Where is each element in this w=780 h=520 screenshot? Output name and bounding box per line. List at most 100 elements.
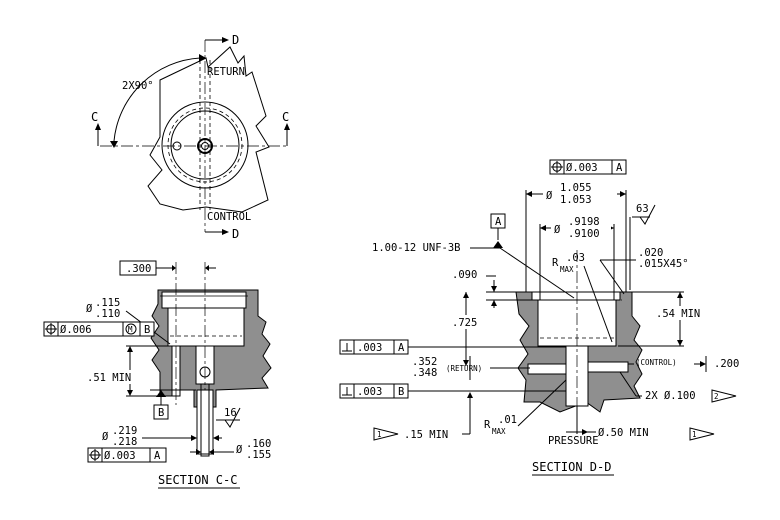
- fcf-top-datum: A: [616, 162, 623, 174]
- arrow-icon: [205, 265, 209, 271]
- arrow-icon: [209, 449, 214, 455]
- section-cc: .300 Ø .115 .110 Ø.006 M B: [43, 260, 272, 489]
- section-dd-return-passage: [527, 363, 567, 375]
- perpendicularity-icon: [342, 343, 352, 352]
- control-label: (CONTROL): [636, 358, 677, 367]
- dia-symbol: Ø: [102, 431, 109, 443]
- arrow-icon: [222, 37, 229, 43]
- flag-triangle-icon: [373, 427, 399, 441]
- flag-1: 1: [377, 430, 382, 439]
- r-val-01: .01: [498, 414, 517, 426]
- section-dd-title: SECTION D-D: [532, 460, 611, 474]
- arrow-icon: [127, 390, 133, 396]
- dim-348: .348: [412, 367, 437, 379]
- dim-1055-bg: [543, 182, 617, 206]
- dim-160: .160: [246, 438, 271, 450]
- holes-note: 2X Ø.100: [645, 390, 696, 402]
- arrow-icon: [213, 435, 219, 441]
- arrow-icon: [172, 265, 176, 271]
- dim-110: .110: [95, 308, 120, 320]
- dim-leader: [599, 259, 625, 295]
- arrow-icon: [526, 191, 532, 197]
- fcf-position-003-a: Ø.003 A: [87, 447, 167, 463]
- fcf2-tol: Ø.003: [104, 450, 136, 462]
- angle-label: 2X90°: [122, 80, 154, 92]
- mmc-icon: [125, 323, 137, 335]
- arrow-icon: [582, 429, 588, 435]
- dim-54min: .54 MIN: [656, 308, 700, 320]
- fcf1-mod: M: [128, 325, 133, 334]
- thread-callout: 1.00-12 UNF-3B: [372, 242, 461, 254]
- top-view-part-outline: [147, 46, 270, 213]
- surface-finish-icon: [639, 204, 656, 225]
- arrow-icon: [463, 292, 469, 298]
- dia-symbol: Ø: [86, 303, 93, 315]
- flag-2: 2: [714, 392, 719, 401]
- dim-51min: .51 MIN: [87, 372, 131, 384]
- max-label-01: MAX: [492, 427, 506, 436]
- dim-15min: .15 MIN: [404, 429, 448, 441]
- top-view: C C D D 2X90° RETURN CONTROL: [91, 33, 290, 241]
- dia-symbol: Ø: [236, 444, 243, 456]
- return-label: RETURN: [207, 66, 245, 78]
- fcf1-datum: B: [144, 324, 150, 336]
- thread-leader: [499, 247, 575, 299]
- section-letter-c-left: C: [91, 110, 98, 124]
- position-icon: [551, 161, 563, 173]
- fcf2-datum: A: [154, 450, 161, 462]
- r-label-01: R: [484, 419, 491, 431]
- perp2-datum: B: [398, 386, 404, 398]
- return-label: (RETURN): [446, 364, 482, 373]
- arrow-icon: [222, 229, 229, 235]
- dim-219: .219: [112, 425, 137, 437]
- fcf-perp-a: .003 A: [339, 339, 409, 355]
- dim-leader: [619, 371, 637, 397]
- arrow-icon: [491, 300, 497, 306]
- finish-63: 63: [636, 203, 649, 215]
- fcf-position-006: Ø.006 M B: [43, 321, 155, 337]
- dim-leader: [517, 379, 567, 427]
- section-cc-title: SECTION C-C: [158, 473, 237, 487]
- dim-155: .155: [246, 449, 271, 461]
- dim-1055: 1.055: [560, 182, 592, 194]
- position-icon: [89, 449, 101, 461]
- datum-a: A: [495, 216, 502, 228]
- dim-1053: 1.053: [560, 194, 592, 206]
- section-letter-c-right: C: [282, 110, 289, 124]
- flag-triangle-icon: [689, 427, 715, 441]
- fcf-perp-b: .003 B: [339, 383, 409, 399]
- section-letter-d-bottom: D: [232, 227, 239, 241]
- arrow-icon: [110, 141, 118, 148]
- finish-16: 16: [224, 407, 237, 419]
- perpendicularity-icon: [342, 387, 352, 396]
- dim-090: .090: [452, 269, 477, 281]
- section-dd: Ø.003 A Ø 1.055 1.053 63 A Ø .9198 .9100: [339, 159, 739, 476]
- dim-leader: [583, 265, 613, 343]
- pressure-label: PRESSURE: [548, 435, 599, 447]
- surface-finish-icon: [224, 407, 241, 428]
- section-cc-bore: [167, 307, 245, 347]
- section-cc-tube: [196, 389, 214, 455]
- datum-triangle-icon: [493, 241, 503, 248]
- flag-triangle-icon: [711, 389, 737, 403]
- section-dd-counterbore: [531, 291, 621, 301]
- section-dd-control-passage: [587, 361, 629, 373]
- dim-51min-bg: [84, 370, 136, 384]
- dim-300: .300: [126, 263, 151, 275]
- fcf-top-tol: Ø.003: [566, 162, 598, 174]
- arrow-icon: [700, 361, 706, 367]
- arrow-icon: [196, 449, 201, 455]
- section-cc-counterbore: [161, 291, 247, 309]
- arrow-icon: [463, 360, 469, 366]
- perp2-tol: .003: [357, 386, 382, 398]
- arrow-icon: [127, 346, 133, 352]
- r-val-03: .03: [566, 252, 585, 264]
- flag-1b: 1: [692, 430, 697, 439]
- dim-725: .725: [452, 317, 477, 329]
- datum-triangle-icon: [156, 390, 166, 397]
- arrow-icon: [95, 123, 101, 130]
- arrow-icon: [540, 225, 546, 231]
- arrow-icon: [677, 292, 683, 298]
- datum-b: B: [158, 407, 164, 419]
